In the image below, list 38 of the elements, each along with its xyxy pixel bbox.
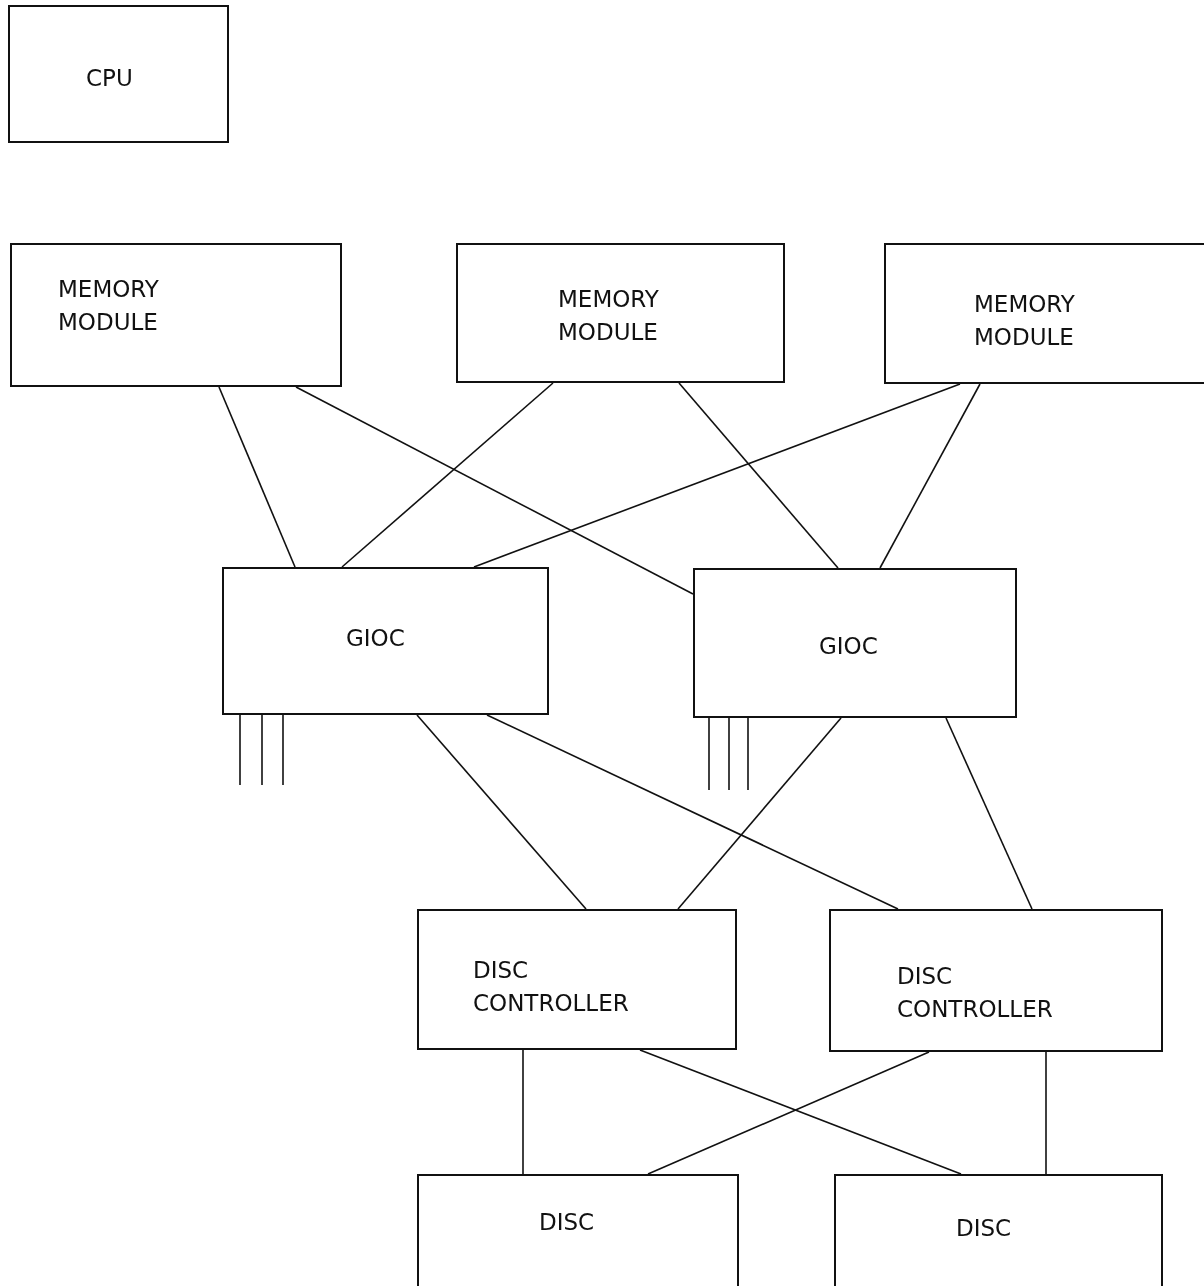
connector-line <box>678 382 839 569</box>
stub-line <box>261 714 263 786</box>
process-box <box>417 1174 739 1286</box>
process-box <box>829 909 1163 1052</box>
connector-line <box>1045 1051 1047 1175</box>
connector-line <box>677 717 842 910</box>
box-label: MEMORY MODULE <box>974 290 1075 352</box>
box-label: DISC <box>539 1208 595 1237</box>
process-box <box>417 909 737 1050</box>
connector-line <box>295 386 694 595</box>
connector-line <box>473 383 961 568</box>
process-box <box>693 568 1017 718</box>
box-label: MEMORY MODULE <box>58 275 159 337</box>
connector-line <box>486 714 899 910</box>
connector-line <box>341 382 554 568</box>
box-label: DISC CONTROLLER <box>473 956 629 1018</box>
process-box <box>834 1174 1163 1286</box>
stub-line <box>708 717 710 791</box>
box-label: CPU <box>86 64 133 93</box>
stub-line <box>282 714 284 786</box>
box-label: MEMORY MODULE <box>558 285 659 347</box>
stub-line <box>728 717 730 791</box>
process-box <box>8 5 229 143</box>
stub-line <box>747 717 749 791</box>
connector-line <box>416 714 587 910</box>
box-label: GIOC <box>346 624 405 653</box>
connector-line <box>879 383 981 569</box>
connector-line <box>945 717 1033 910</box>
process-box <box>10 243 342 387</box>
stub-line <box>239 714 241 786</box>
connector-line <box>218 386 296 568</box>
box-label: DISC <box>956 1214 1012 1243</box>
box-label: DISC CONTROLLER <box>897 962 1053 1024</box>
process-box <box>884 243 1204 384</box>
process-box <box>222 567 549 715</box>
box-label: GIOC <box>819 632 878 661</box>
process-box <box>456 243 785 383</box>
connector-line <box>522 1049 524 1175</box>
